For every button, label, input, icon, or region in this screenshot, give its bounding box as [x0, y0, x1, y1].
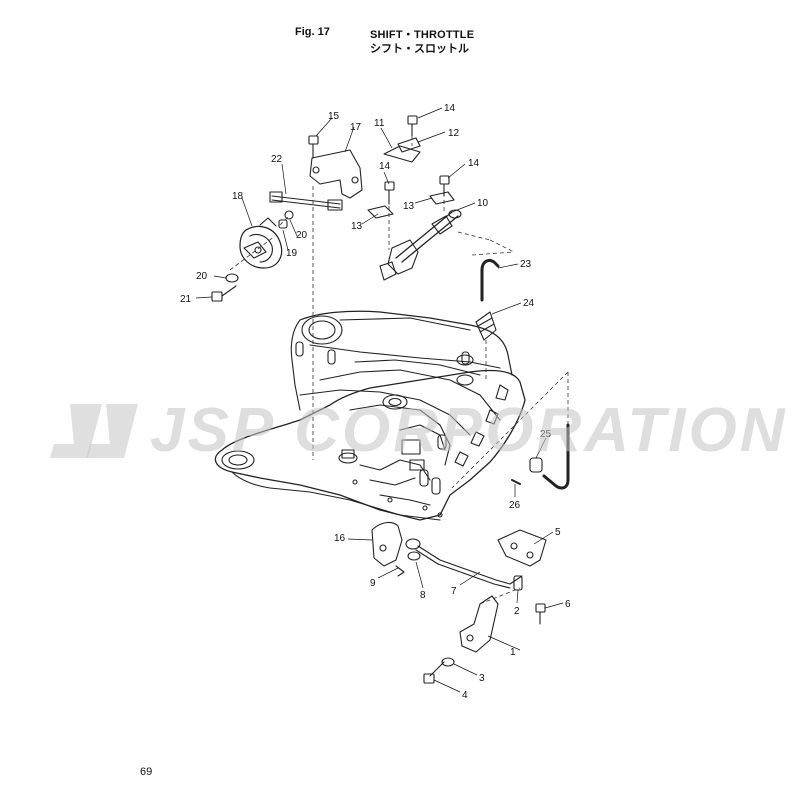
callout-label: 3: [479, 673, 485, 684]
part-25-pin: [511, 479, 521, 485]
callout-label: 7: [451, 586, 457, 597]
callout-label: 14: [444, 103, 456, 114]
callout-label: 26: [509, 500, 521, 511]
callout-label: 21: [180, 294, 192, 305]
callout-label: 6: [565, 599, 571, 610]
part-10-shaft-assembly: [379, 209, 462, 281]
bottom-cowling-body: [214, 310, 526, 521]
part-7-rod: [405, 538, 523, 589]
callout-label: 22: [271, 154, 283, 165]
part-11-clamp: [383, 145, 421, 163]
part-9-clip: [395, 565, 405, 577]
callout-label: 9: [370, 578, 376, 589]
callout-labels: 1 2 3 4 5 6 7 8 9 10 11 12 13 13 14 14 1…: [180, 103, 571, 701]
callout-leader-lines: [195, 107, 564, 693]
page-number: 69: [140, 766, 153, 778]
part-12-plate: [397, 137, 421, 153]
callout-label: 5: [555, 527, 561, 538]
part-14-bolts: [384, 115, 450, 205]
callout-label: 13: [403, 201, 415, 212]
part-1-arm: [459, 595, 499, 653]
part-17-bracket: [309, 149, 363, 199]
part-8-washer: [407, 551, 421, 561]
assembly-dash-lines: [229, 136, 569, 605]
callout-label: 8: [420, 590, 426, 601]
part-5-lever: [497, 529, 547, 567]
part-4-bolt: [423, 661, 445, 684]
figure-title-english: SHIFT・THROTTLE: [370, 29, 475, 41]
callout-label: 12: [448, 128, 460, 139]
part-13-plate-left: [367, 205, 394, 219]
part-13-plate-right: [429, 191, 455, 205]
callout-label: 10: [477, 198, 489, 209]
part-18-throttle-cam: [239, 217, 283, 269]
part-21-bolt: [211, 285, 237, 302]
part-3-washer: [441, 657, 455, 667]
callout-label: 1: [510, 647, 516, 658]
callout-label: 24: [523, 298, 535, 309]
figure-title-japanese: シフト・スロットル: [370, 42, 469, 55]
figure-label: Fig. 17: [295, 26, 330, 38]
callout-label: 20: [196, 271, 208, 282]
part-6-bolt: [535, 603, 546, 625]
callout-label: 14: [468, 158, 480, 169]
part-24-rod: [542, 423, 570, 490]
callout-label: 16: [334, 533, 346, 544]
part-15-bolt: [308, 135, 319, 159]
callout-label: 2: [514, 606, 520, 617]
callout-label: 14: [379, 161, 391, 172]
callout-label: 15: [328, 111, 340, 122]
callout-label: 20: [296, 230, 308, 241]
callout-label: 23: [520, 259, 532, 270]
callout-label: 11: [374, 118, 385, 129]
part-26-boot: [475, 311, 497, 341]
part-16-plate: [371, 521, 403, 567]
callout-label: 18: [232, 191, 244, 202]
part-23-cable: [480, 258, 500, 302]
part-22-link-rod: [269, 191, 343, 211]
callout-label: 17: [350, 122, 362, 133]
part-20-washer-lower: [225, 273, 239, 283]
callout-label: 4: [462, 690, 468, 701]
callout-label: 13: [351, 221, 363, 232]
callout-label: 19: [286, 248, 298, 259]
part-24-fitting: [529, 457, 543, 473]
part-20-washer-upper: [284, 210, 294, 220]
callout-label: 25: [540, 429, 552, 440]
part-19-collar: [278, 219, 288, 229]
